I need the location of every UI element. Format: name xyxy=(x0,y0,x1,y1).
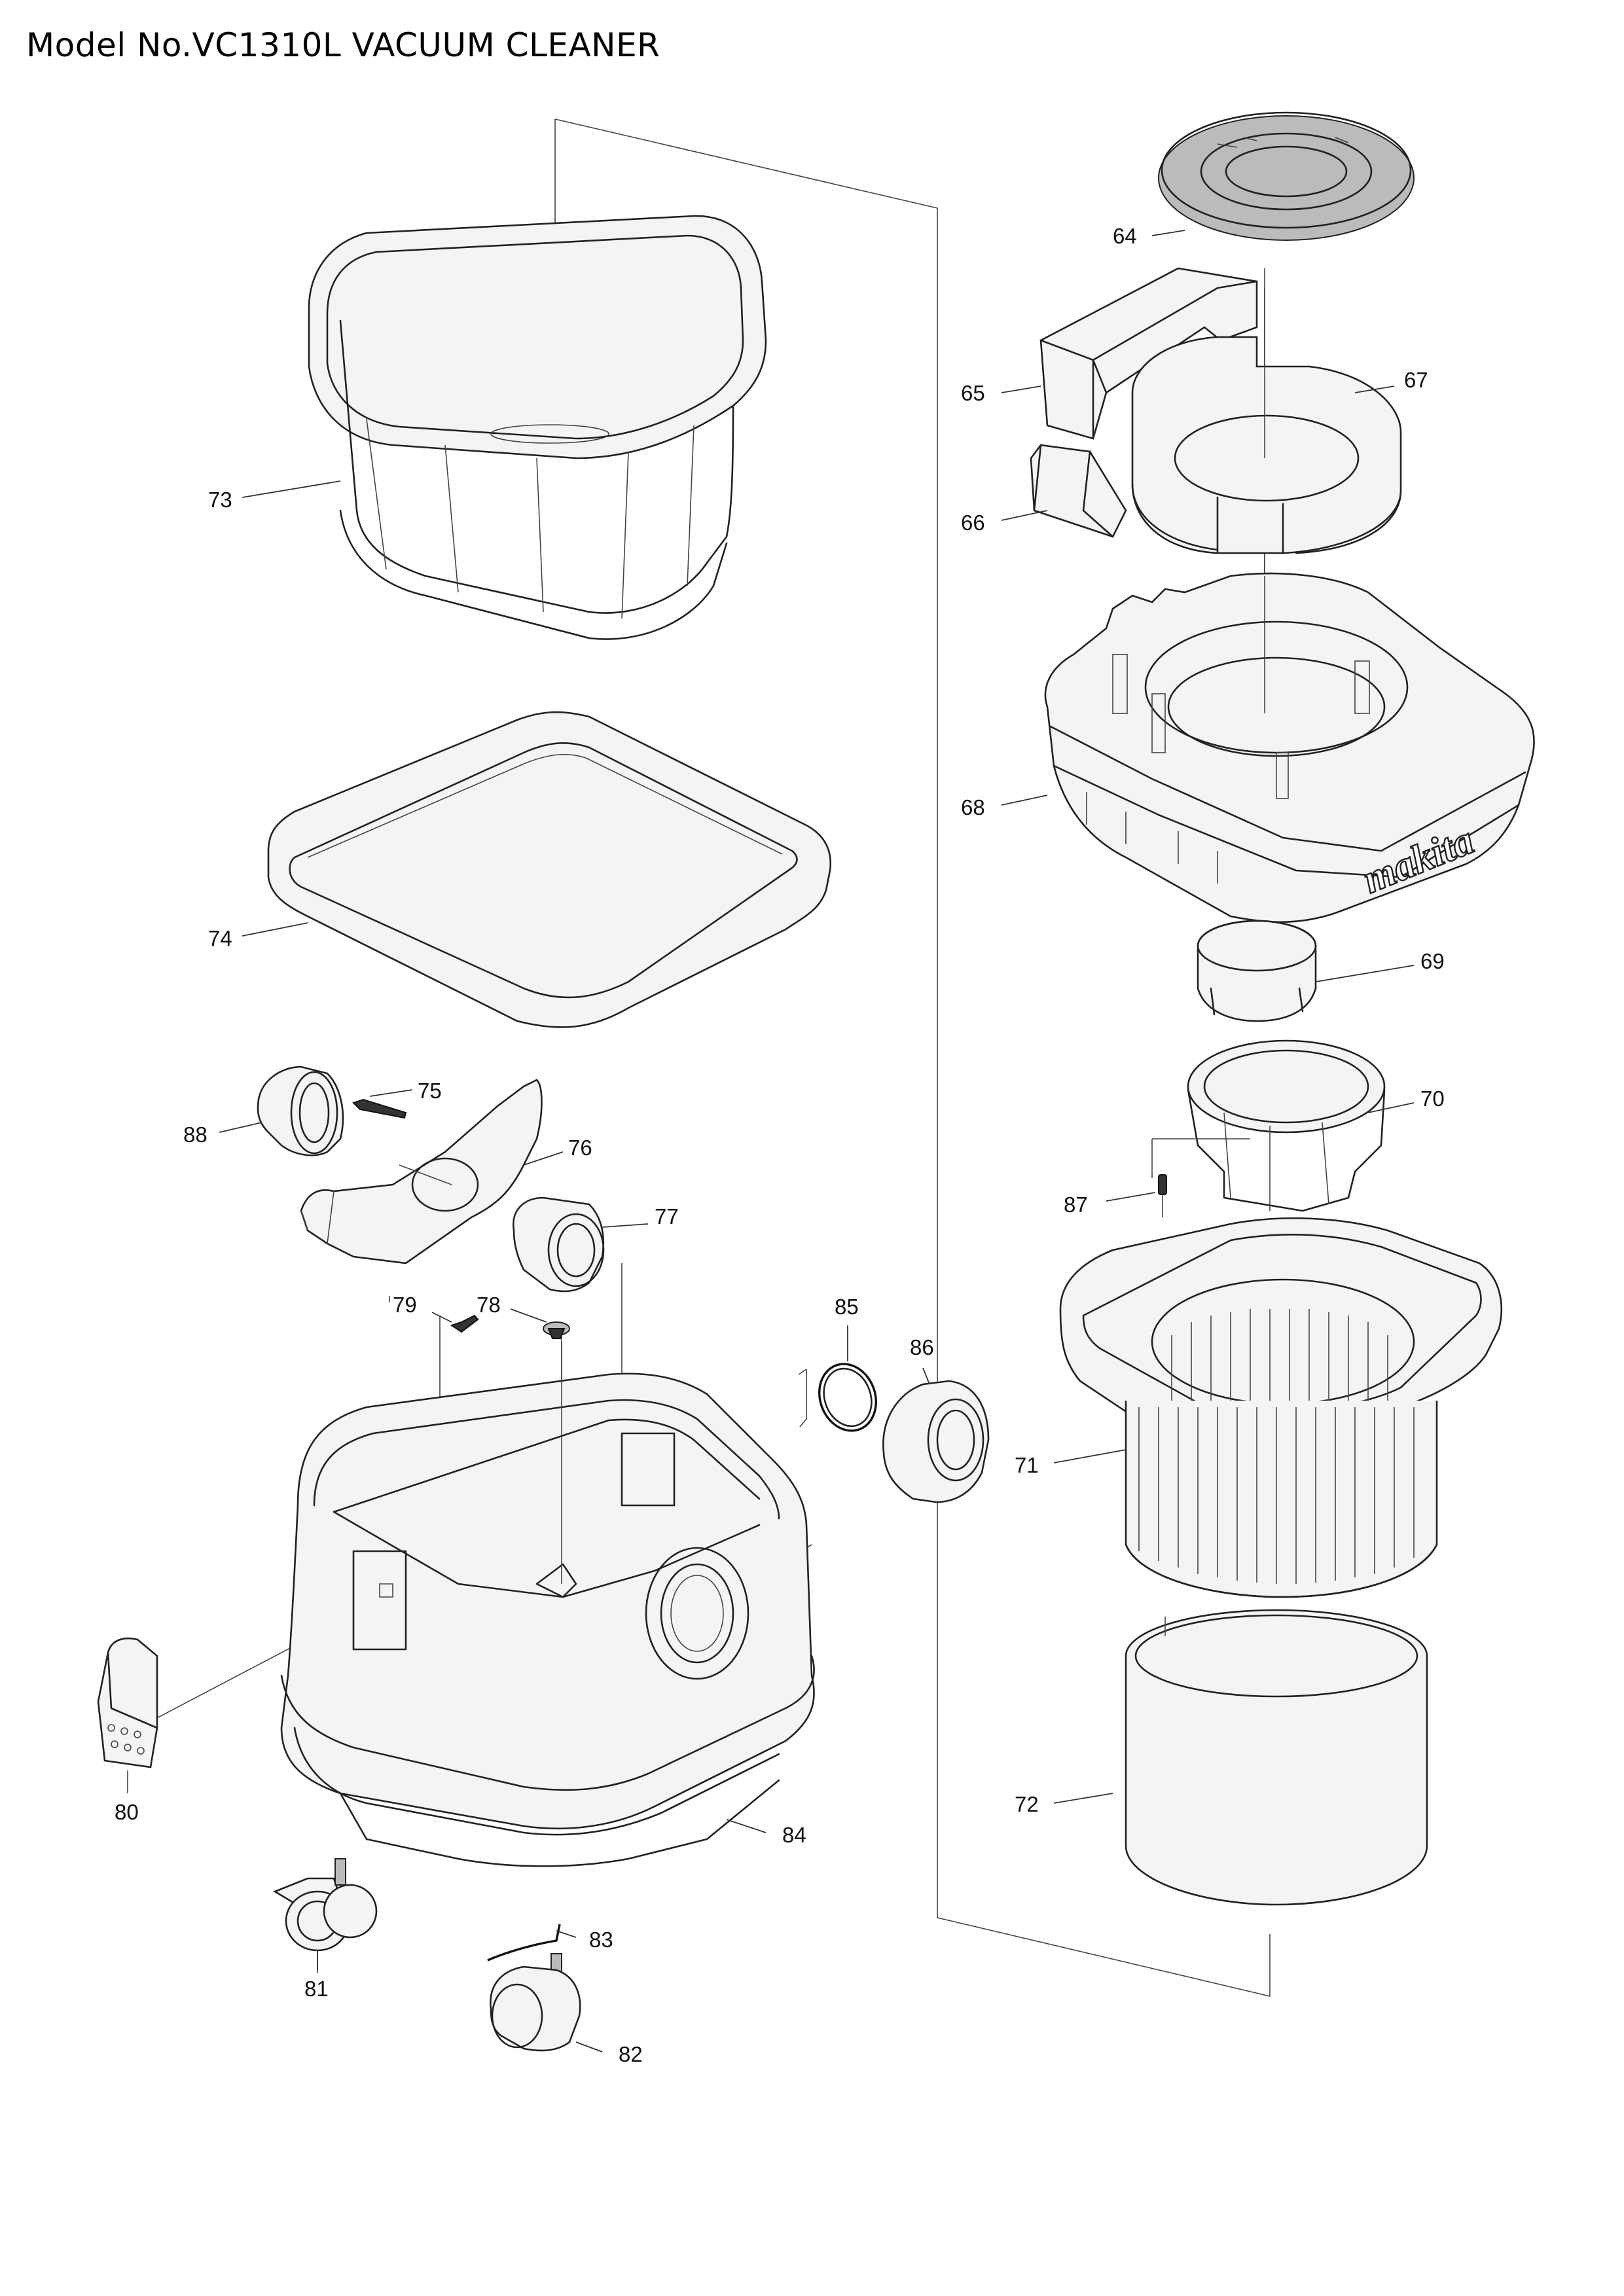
callout-77: 77 xyxy=(655,1204,679,1229)
part-70-filter-holder xyxy=(1151,1039,1386,1212)
part-64-filter-ring xyxy=(1158,111,1415,241)
part-79-screw xyxy=(450,1314,479,1333)
part-87-screw xyxy=(1158,1174,1167,1217)
callout-70: 70 xyxy=(1420,1086,1445,1111)
callout-66: 66 xyxy=(961,511,985,535)
callout-labels: 64 65 66 67 68 69 70 71 72 73 74 75 76 7… xyxy=(115,224,1445,2066)
part-72-filter-sleeve xyxy=(1125,1609,1428,1906)
callout-64: 64 xyxy=(1113,224,1137,248)
part-69-cap xyxy=(1197,920,1317,1022)
callout-88: 88 xyxy=(183,1122,208,1147)
part-66-foam-pad xyxy=(1030,444,1127,538)
leader-lines xyxy=(219,230,1415,2053)
page-title: Model No.VC1310L VACUUM CLEANER xyxy=(26,26,660,64)
callout-69: 69 xyxy=(1420,949,1445,973)
callout-71: 71 xyxy=(1015,1453,1039,1477)
callout-87: 87 xyxy=(1064,1193,1088,1217)
part-76-bracket xyxy=(300,1079,543,1265)
callout-83: 83 xyxy=(589,1928,613,1952)
callout-75: 75 xyxy=(418,1079,442,1103)
callout-68: 68 xyxy=(961,795,985,819)
callout-73: 73 xyxy=(208,488,232,512)
part-77-intake xyxy=(512,1196,605,1293)
callout-74: 74 xyxy=(208,926,232,950)
part-68-head-cover: makita xyxy=(1044,572,1535,923)
callout-82: 82 xyxy=(619,2042,643,2066)
callout-80: 80 xyxy=(115,1800,139,1824)
callout-79: 79 xyxy=(393,1293,417,1317)
callout-65: 65 xyxy=(961,381,985,405)
part-73-tank-bowl xyxy=(308,215,767,640)
callout-76: 76 xyxy=(568,1136,592,1160)
part-83-wire xyxy=(487,1924,561,1962)
callout-85: 85 xyxy=(835,1295,859,1319)
part-86-inlet-collar xyxy=(882,1380,990,1503)
part-84-tank-body xyxy=(280,1342,815,1867)
part-82-wheel xyxy=(490,1953,581,2052)
part-75-screw xyxy=(352,1098,407,1119)
part-67-foam-ring xyxy=(1131,288,1402,554)
part-88-elbow xyxy=(257,1066,344,1157)
part-78-plug xyxy=(543,1321,570,1339)
part-80-clip xyxy=(97,1637,158,1793)
callout-84: 84 xyxy=(782,1823,806,1847)
part-65-foam-block xyxy=(1039,267,1258,440)
callout-72: 72 xyxy=(1015,1792,1039,1816)
part-74-gasket xyxy=(267,711,832,1028)
part-85-o-ring xyxy=(818,1363,877,1432)
callout-81: 81 xyxy=(304,1977,329,2001)
part-81-caster xyxy=(273,1858,378,1973)
callout-78: 78 xyxy=(477,1293,501,1317)
part-71-cartridge-filter xyxy=(1059,1217,1503,1598)
callout-86: 86 xyxy=(910,1335,934,1359)
callout-67: 67 xyxy=(1404,368,1428,392)
